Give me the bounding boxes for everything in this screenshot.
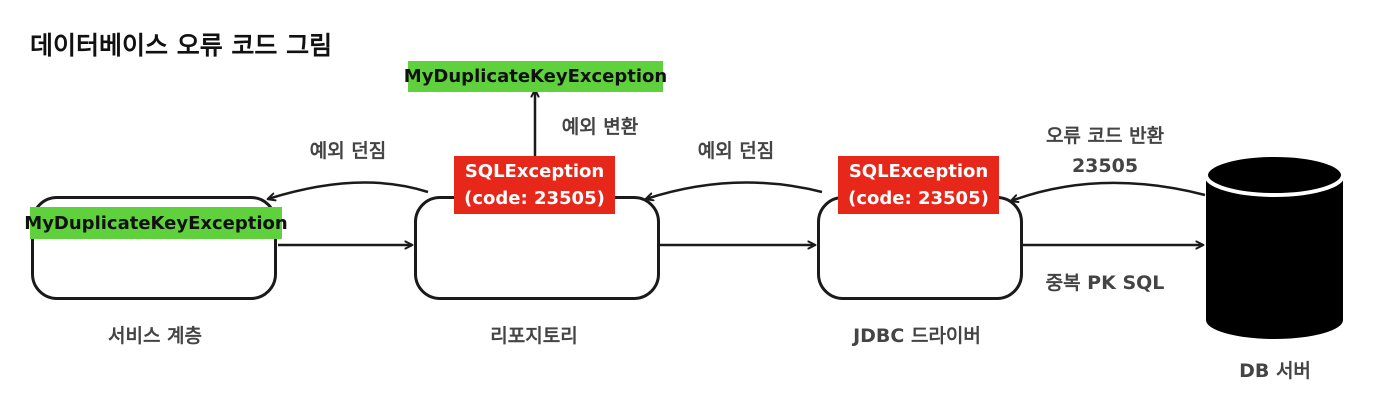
throw-to-service-label: 예외 던짐: [309, 140, 387, 162]
service-layer-label: 서비스 계층: [107, 325, 202, 347]
database-cylinder-icon: [1204, 153, 1345, 339]
jdbc-exception-code: (code: 23505): [848, 188, 989, 209]
jdbc-driver-label: JDBC 드라이버: [853, 325, 981, 347]
throw-to-repository-label: 예외 던짐: [697, 140, 775, 162]
repository-exception-code: (code: 23505): [464, 188, 605, 209]
service-exception-badge: MyDuplicateKeyException: [24, 207, 288, 239]
arrow-throw-to-repository: [646, 181, 823, 199]
repository-exception-name: SQLException: [464, 161, 605, 182]
convert-label: 예외 변환: [561, 116, 639, 138]
jdbc-exception-badge: SQLException (code: 23505): [838, 156, 999, 214]
repository-label: 리포지토리: [490, 325, 578, 347]
arrow-throw-to-service: [268, 181, 429, 199]
duplicate-pk-sql-label: 중복 PK SQL: [1045, 272, 1165, 294]
arrow-error-code-return: [1011, 181, 1206, 201]
db-server-label: DB 서버: [1239, 360, 1311, 382]
error-code-return-text: 오류 코드 반환: [1045, 125, 1165, 147]
repository-exception-badge: SQLException (code: 23505): [454, 156, 615, 214]
diagram-title: 데이터베이스 오류 코드 그림: [30, 31, 333, 60]
error-code-return-label: 오류 코드 반환 23505: [1025, 121, 1185, 181]
error-code-value: 23505: [1071, 155, 1139, 177]
converted-exception-badge: MyDuplicateKeyException: [404, 61, 667, 92]
jdbc-exception-name: SQLException: [848, 161, 989, 182]
